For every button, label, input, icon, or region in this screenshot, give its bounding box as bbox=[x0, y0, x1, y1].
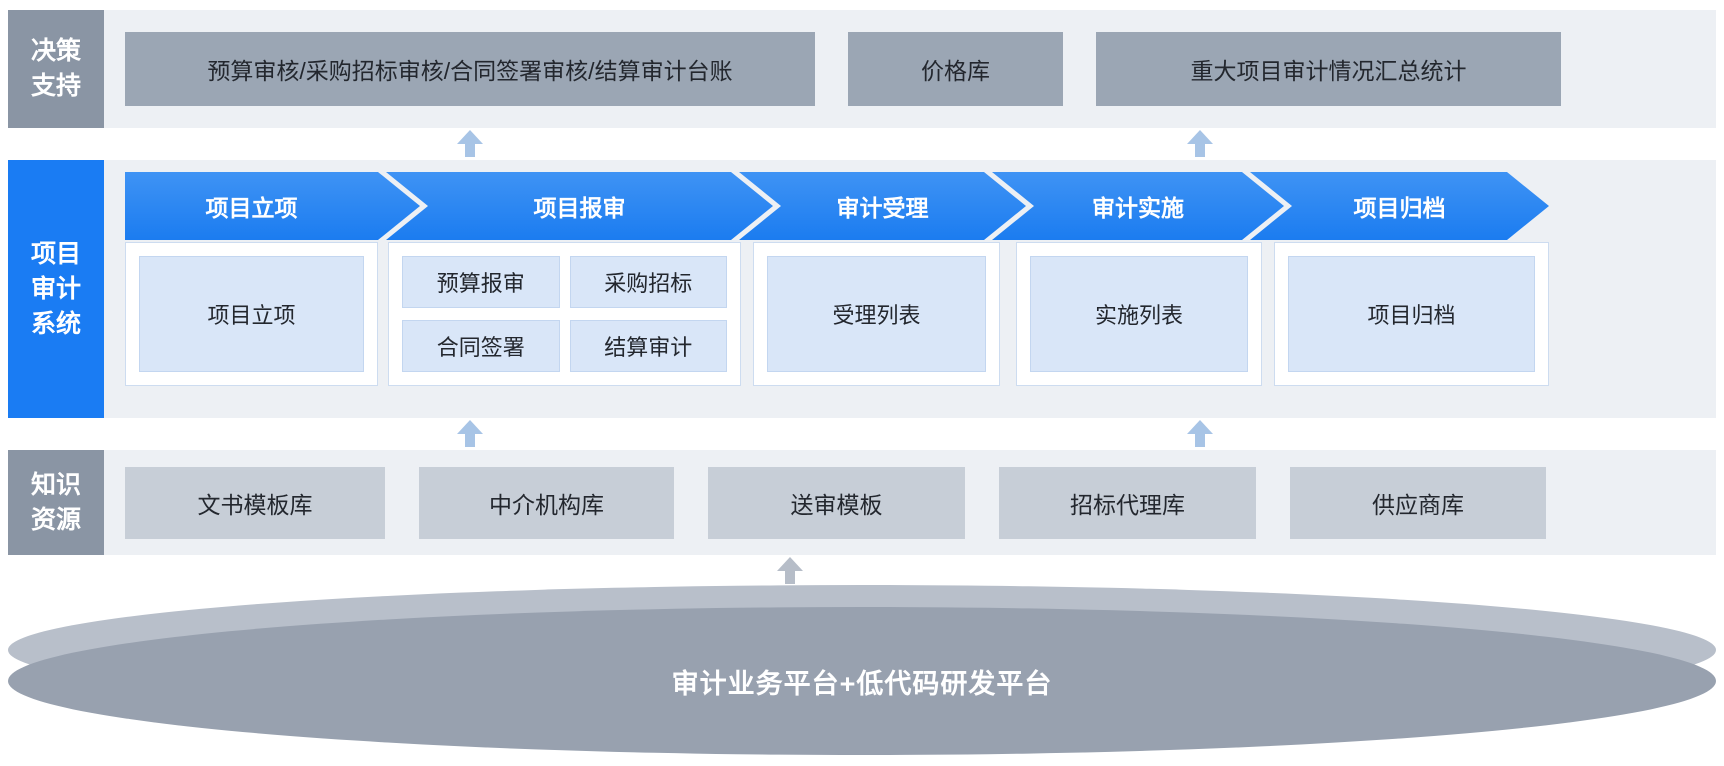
knowledge-item-suppliers: 供应商库 bbox=[1290, 466, 1546, 539]
stage-header-project-archiving: 项目归档 bbox=[1250, 172, 1549, 240]
stage-headers: 项目立项 项目报审 审计受理 审计实施 项目归档 bbox=[125, 172, 1716, 240]
project-audit-system-row: 项目审计系统 项目立项 项目报审 审计受理 审计实施 项目归档 项目立项 预算报… bbox=[8, 160, 1716, 418]
knowledge-resources-band: 文书模板库 中介机构库 送审模板 招标代理库 供应商库 bbox=[104, 450, 1716, 555]
stage-header-project-initiation: 项目立项 bbox=[125, 172, 420, 240]
stage-item: 项目立项 bbox=[139, 256, 364, 372]
up-arrow-icon bbox=[457, 130, 483, 158]
knowledge-item-document-templates: 文书模板库 bbox=[125, 466, 385, 539]
knowledge-item-bidding-agents: 招标代理库 bbox=[999, 466, 1256, 539]
knowledge-item-intermediary-agencies: 中介机构库 bbox=[419, 466, 674, 539]
stage-body-project-initiation: 项目立项 bbox=[125, 242, 378, 386]
stage-item: 预算报审 bbox=[402, 256, 560, 308]
project-audit-system-label: 项目审计系统 bbox=[8, 160, 104, 418]
arrow-gap-knowledge-to-audit bbox=[8, 418, 1716, 450]
decision-item-major-project-stats: 重大项目审计情况汇总统计 bbox=[1096, 32, 1561, 106]
decision-support-label-text: 决策支持 bbox=[30, 37, 81, 100]
stage-bodies: 项目立项 预算报审 采购招标 合同签署 结算审计 受理列表 实施列表 项目归档 bbox=[125, 242, 1716, 386]
stage-item: 项目归档 bbox=[1288, 256, 1535, 372]
knowledge-resources-label: 知识资源 bbox=[8, 450, 104, 555]
decision-support-label: 决策支持 bbox=[8, 10, 104, 128]
stage-body-project-archiving: 项目归档 bbox=[1274, 242, 1549, 386]
up-arrow-icon bbox=[1187, 130, 1213, 158]
arrow-gap-audit-to-decision bbox=[8, 128, 1716, 160]
knowledge-resources-row: 知识资源 文书模板库 中介机构库 送审模板 招标代理库 供应商库 bbox=[8, 450, 1716, 555]
knowledge-item-submission-templates: 送审模板 bbox=[708, 466, 965, 539]
platform-base: 审计业务平台+低代码研发平台 bbox=[8, 585, 1716, 765]
stage-header-project-submission: 项目报审 bbox=[386, 172, 773, 240]
decision-item-ledger: 预算审核/采购招标审核/合同签署审核/结算审计台账 bbox=[125, 32, 815, 106]
stage-item: 结算审计 bbox=[569, 320, 727, 372]
process-stages: 项目立项 项目报审 审计受理 审计实施 项目归档 项目立项 预算报审 采购招标 … bbox=[104, 160, 1716, 386]
platform-label: 审计业务平台+低代码研发平台 bbox=[671, 668, 1053, 699]
arrow-gap-platform-to-knowledge bbox=[8, 555, 1716, 585]
decision-support-row: 决策支持 预算审核/采购招标审核/合同签署审核/结算审计台账 价格库 重大项目审… bbox=[8, 10, 1716, 128]
stage-header-audit-implementation: 审计实施 bbox=[992, 172, 1284, 240]
project-audit-system-band: 项目立项 项目报审 审计受理 审计实施 项目归档 项目立项 预算报审 采购招标 … bbox=[104, 160, 1716, 418]
decision-item-price-library: 价格库 bbox=[848, 32, 1063, 106]
stage-body-audit-implementation: 实施列表 bbox=[1016, 242, 1262, 386]
stage-item: 实施列表 bbox=[1030, 256, 1248, 372]
up-arrow-icon bbox=[457, 420, 483, 448]
stage-body-project-submission: 预算报审 采购招标 合同签署 结算审计 bbox=[388, 242, 741, 386]
knowledge-resources-label-text: 知识资源 bbox=[30, 470, 81, 534]
stage-header-audit-acceptance: 审计受理 bbox=[739, 172, 1026, 240]
platform-body: 审计业务平台+低代码研发平台 bbox=[8, 607, 1716, 755]
decision-support-band: 预算审核/采购招标审核/合同签署审核/结算审计台账 价格库 重大项目审计情况汇总… bbox=[104, 10, 1716, 128]
up-arrow-icon bbox=[1187, 420, 1213, 448]
stage-item: 采购招标 bbox=[569, 256, 727, 308]
stage-item: 合同签署 bbox=[402, 320, 560, 372]
stage-body-audit-acceptance: 受理列表 bbox=[753, 242, 1000, 386]
stage-item: 受理列表 bbox=[767, 256, 986, 372]
up-arrow-icon bbox=[777, 557, 803, 585]
project-audit-system-label-text: 项目审计系统 bbox=[30, 239, 81, 338]
